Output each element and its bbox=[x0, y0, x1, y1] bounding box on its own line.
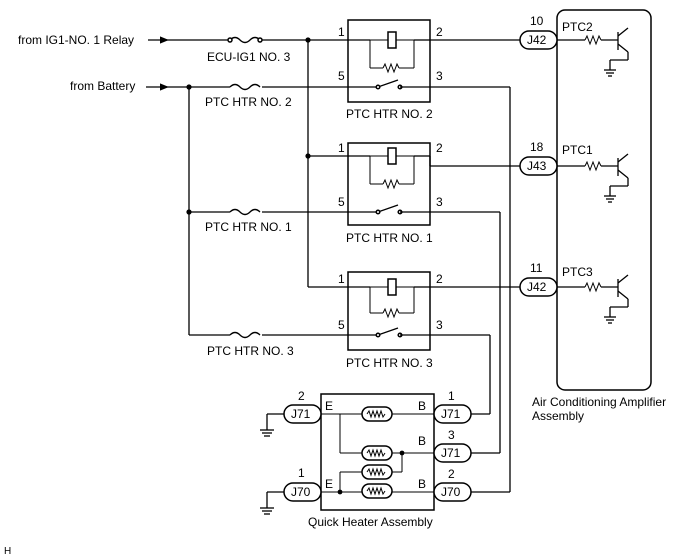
heater-left-j71-pin: 2 bbox=[298, 389, 305, 403]
heater-left-j71-id: J71 bbox=[291, 407, 311, 421]
relay-coil-icon bbox=[387, 31, 397, 49]
heater-element-icon bbox=[361, 464, 393, 480]
relay-switch-icon bbox=[377, 204, 399, 213]
relay-2-label: PTC HTR NO. 2 bbox=[346, 107, 433, 121]
relay-2-pin-2: 2 bbox=[436, 25, 443, 39]
amp-signal-ptc2: PTC2 bbox=[562, 20, 593, 34]
heater-left-j70-pin: 1 bbox=[298, 466, 305, 480]
relay-3-pin-2: 2 bbox=[436, 272, 443, 286]
wire-battery-feed bbox=[146, 83, 370, 339]
resistor-icon bbox=[382, 307, 400, 319]
heater-left-j70-id: J70 bbox=[291, 485, 311, 499]
fuse-label-ptc-htr-1: PTC HTR NO. 1 bbox=[205, 220, 292, 234]
fuse-ptc-htr-2-icon bbox=[229, 83, 261, 91]
heater-element-icon bbox=[361, 445, 393, 461]
amp-conn-ptc2-id: J42 bbox=[527, 33, 547, 47]
amplifier-connector-ptc3 bbox=[519, 274, 629, 324]
relay-ptc-htr-1 bbox=[347, 142, 431, 226]
heater-right-j71-3-id: J71 bbox=[441, 446, 461, 460]
relay-switch-icon bbox=[377, 327, 399, 336]
fuse-ptc-htr-3-icon bbox=[229, 331, 261, 339]
resistor-icon bbox=[584, 34, 602, 46]
input-label-battery: from Battery bbox=[70, 79, 135, 93]
corner-mark: H bbox=[4, 546, 11, 557]
relay-3-label: PTC HTR NO. 3 bbox=[346, 356, 433, 370]
heater-right-j71-1-id: J71 bbox=[441, 407, 461, 421]
amp-signal-ptc3: PTC3 bbox=[562, 265, 593, 279]
quick-heater-assembly bbox=[320, 393, 435, 511]
heater-connector-left-j70 bbox=[260, 482, 322, 515]
amp-conn-ptc1-id: J43 bbox=[527, 159, 547, 173]
heater-right-j70-2-pin: 2 bbox=[448, 467, 455, 481]
amp-conn-ptc2-pin: 10 bbox=[530, 14, 544, 28]
resistor-icon bbox=[382, 62, 400, 74]
relay-coil-icon bbox=[387, 147, 397, 165]
relay-1-pin-1: 1 bbox=[338, 141, 345, 155]
resistor-icon bbox=[584, 160, 602, 172]
relay-1-pin-3: 3 bbox=[436, 195, 443, 209]
relay-3-pin-1: 1 bbox=[338, 272, 345, 286]
amp-conn-ptc1-pin: 18 bbox=[530, 140, 544, 154]
amplifier-connector-ptc1 bbox=[519, 153, 629, 203]
relay-1-label: PTC HTR NO. 1 bbox=[346, 231, 433, 245]
relay-3-pin-5: 5 bbox=[338, 318, 345, 332]
amplifier-connector-ptc2 bbox=[519, 27, 629, 77]
amplifier-title-line1: Air Conditioning Amplifier bbox=[532, 395, 666, 409]
wires-relay-to-amplifier bbox=[429, 39, 520, 288]
relay-coil-icon bbox=[387, 278, 397, 296]
heater-terminal-b-2: B bbox=[418, 434, 426, 448]
wire-ig1-feed bbox=[148, 36, 370, 288]
wires-relay-to-heater bbox=[430, 86, 511, 492]
heater-right-j71-3-pin: 3 bbox=[448, 428, 455, 442]
resistor-icon bbox=[382, 178, 400, 190]
relay-2-pin-1: 1 bbox=[338, 25, 345, 39]
heater-terminal-b-1: B bbox=[418, 399, 426, 413]
fuse-label-ptc-htr-3: PTC HTR NO. 3 bbox=[207, 344, 294, 358]
heater-connector-left-j71 bbox=[260, 404, 322, 437]
relay-ptc-htr-3 bbox=[347, 271, 431, 351]
heater-terminal-e-top: E bbox=[325, 399, 333, 413]
fuse-label-ptc-htr-2: PTC HTR NO. 2 bbox=[205, 95, 292, 109]
heater-connector-right-j71-3 bbox=[433, 443, 500, 463]
resistor-icon bbox=[584, 281, 602, 293]
fuse-ecu-ig1-icon bbox=[229, 36, 261, 44]
relay-2-pin-3: 3 bbox=[436, 69, 443, 83]
amplifier-assembly bbox=[556, 9, 652, 391]
heater-right-j71-1-pin: 1 bbox=[448, 389, 455, 403]
heater-connector-right-j71-1 bbox=[433, 404, 490, 424]
amp-conn-ptc3-pin: 11 bbox=[530, 261, 543, 275]
relay-2-pin-5: 5 bbox=[338, 69, 345, 83]
relay-1-pin-2: 2 bbox=[436, 141, 443, 155]
relay-ptc-htr-2 bbox=[347, 19, 431, 103]
fuse-ptc-htr-1-icon bbox=[229, 208, 261, 216]
heater-title: Quick Heater Assembly bbox=[308, 515, 433, 529]
relay-3-pin-3: 3 bbox=[436, 318, 443, 332]
heater-element-icon bbox=[361, 483, 393, 499]
heater-terminal-b-3: B bbox=[418, 477, 426, 491]
amp-signal-ptc1: PTC1 bbox=[562, 143, 593, 157]
relay-1-pin-5: 5 bbox=[338, 195, 345, 209]
fuse-label-ecu-ig1: ECU-IG1 NO. 3 bbox=[207, 50, 291, 64]
relay-switch-icon bbox=[377, 79, 399, 88]
input-label-ig1-relay: from IG1-NO. 1 Relay bbox=[18, 33, 134, 47]
heater-right-j70-2-id: J70 bbox=[441, 485, 461, 499]
amp-conn-ptc3-id: J42 bbox=[527, 280, 547, 294]
heater-element-icon bbox=[361, 406, 393, 422]
heater-connector-right-j70-2 bbox=[433, 482, 510, 502]
heater-terminal-e-bottom: E bbox=[325, 477, 333, 491]
amplifier-title-line2: Assembly bbox=[532, 409, 584, 423]
